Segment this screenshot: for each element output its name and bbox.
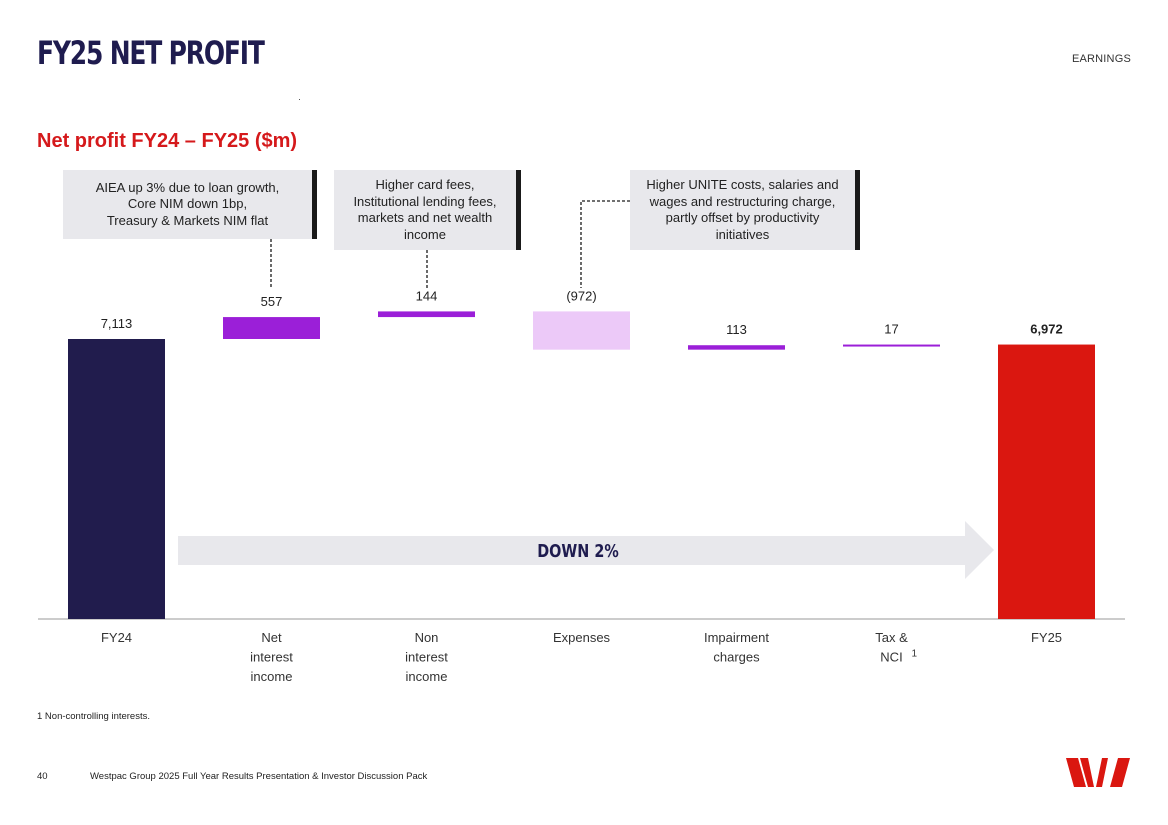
category-label-2-0: Non — [415, 630, 439, 645]
category-label-4-0: Impairment — [704, 630, 769, 645]
bar-4 — [688, 345, 785, 350]
callout-net-interest-income: AIEA up 3% due to loan growth, Core NIM … — [63, 170, 317, 239]
data-label-5: 17 — [884, 322, 898, 337]
category-label-3-0: Expenses — [553, 630, 611, 645]
bar-0 — [68, 339, 165, 619]
down-arrow — [178, 521, 994, 579]
category-label-6-0: FY25 — [1031, 630, 1062, 645]
westpac-logo — [1066, 758, 1130, 787]
down-arrow-label: DOWN 2% — [537, 540, 618, 561]
decorative-dot — [299, 99, 300, 100]
section-label: EARNINGS — [1071, 53, 1131, 65]
connector-expenses — [580, 200, 630, 288]
callout-non-interest-income: Higher card fees, Institutional lending … — [334, 170, 521, 250]
page-number: 40 — [37, 771, 48, 782]
bar-3 — [533, 311, 630, 350]
callout-net-interest-income-text: AIEA up 3% due to loan growth, Core NIM … — [95, 179, 280, 228]
data-label-0: 7,113 — [101, 316, 133, 331]
data-label-6: 6,972 — [1030, 322, 1063, 337]
category-label-4-1: charges — [713, 650, 760, 665]
category-label-5-1: NCI — [880, 650, 902, 665]
callout-expenses: Higher UNITE costs, salaries and wages a… — [630, 170, 860, 250]
callout-expenses-text: Higher UNITE costs, salaries and wages a… — [646, 177, 839, 242]
category-label-1-1: interest — [250, 650, 293, 665]
bar-5 — [843, 344, 940, 347]
category-label-2-2: income — [406, 669, 448, 684]
page-title: FY25 NET PROFIT — [37, 34, 265, 72]
bar-6 — [998, 344, 1095, 619]
data-label-4: 113 — [726, 322, 747, 337]
category-label-2-1: interest — [405, 650, 448, 665]
data-label-1: 557 — [261, 294, 283, 309]
category-label-1-0: Net — [261, 630, 282, 645]
data-label-2: 144 — [416, 288, 438, 303]
data-label-3: (972) — [566, 288, 596, 303]
document-title: Westpac Group 2025 Full Year Results Pre… — [90, 771, 428, 782]
category-label-5-0: Tax & — [875, 630, 908, 645]
bar-2 — [378, 311, 475, 318]
bar-1 — [223, 317, 320, 339]
category-label-0-0: FY24 — [101, 630, 132, 645]
footnote: 1 Non-controlling interests. — [37, 711, 150, 722]
chart-title: Net profit FY24 – FY25 ($m) — [37, 130, 298, 152]
callout-non-interest-income-text: Higher card fees, Institutional lending … — [353, 177, 497, 242]
category-label-1-2: income — [251, 669, 293, 684]
category-superscript-5: 1 — [912, 649, 918, 660]
